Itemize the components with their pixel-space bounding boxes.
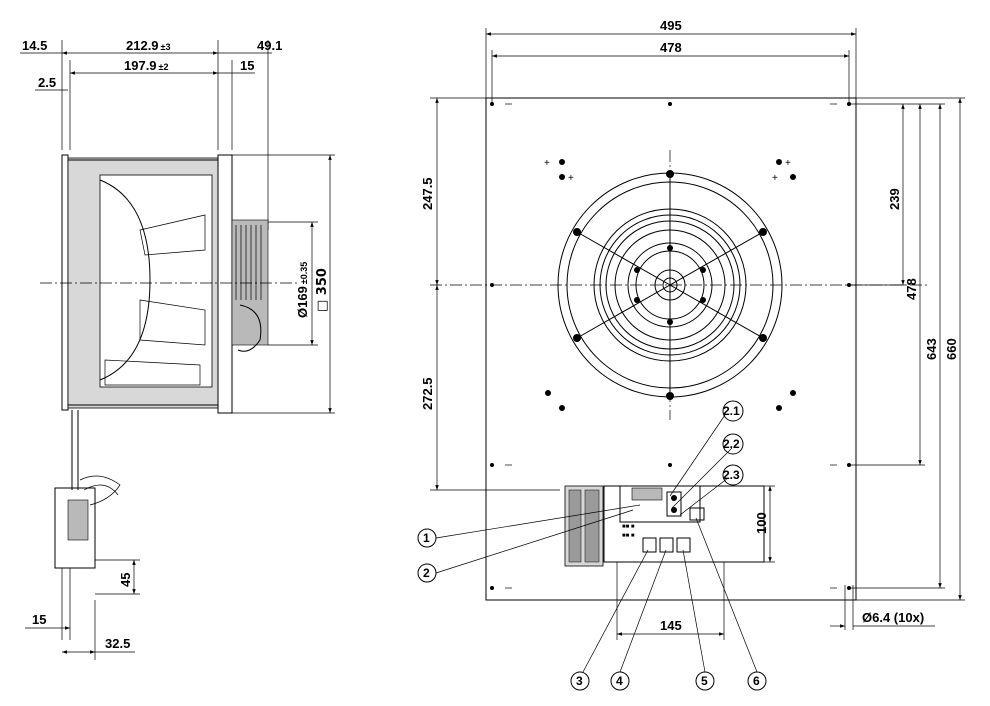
fan-front	[557, 170, 783, 400]
dim-478-top: 478	[660, 40, 682, 55]
dim-14-5: 14.5	[22, 38, 47, 53]
dim-45: 45	[118, 573, 133, 587]
dim-145: 145	[660, 618, 682, 633]
svg-text:■■ ■: ■■ ■	[622, 524, 635, 530]
side-cable-box	[25, 410, 140, 660]
callout-1: 1	[423, 531, 430, 545]
dim-478-right: 478	[904, 278, 919, 300]
callout-3: 3	[576, 674, 583, 688]
side-top-dimensions	[20, 40, 272, 230]
dim-15-top: 15	[240, 58, 254, 73]
dim-495: 495	[660, 18, 682, 33]
side-right-dimensions	[232, 154, 335, 414]
dim-hole: Ø6.4 (10x)	[862, 610, 924, 625]
marker-groups: + + + +	[544, 158, 796, 411]
fan-side-body	[40, 154, 300, 414]
dim-643: 643	[924, 338, 939, 360]
dim-49-1: 49.1	[257, 38, 282, 53]
dim-212-9: 212.9±3	[126, 38, 171, 53]
callout-5: 5	[701, 674, 708, 688]
dim-169: Ø169±0.35	[295, 262, 310, 318]
dim-100: 100	[754, 512, 769, 534]
callout-2-2: 2.2	[723, 437, 740, 451]
dim-350: □ 350	[315, 268, 330, 312]
svg-text:+: +	[785, 158, 791, 169]
front-view: 495 478	[417, 18, 965, 691]
svg-text:+: +	[568, 173, 574, 184]
dim-247-5: 247.5	[420, 177, 435, 210]
callout-6: 6	[753, 674, 760, 688]
dim-272-5: 272.5	[420, 377, 435, 410]
dim-15-bottom: 15	[32, 612, 46, 627]
callout-2-3: 2.3	[723, 468, 740, 482]
dim-32-5: 32.5	[105, 636, 130, 651]
motor-fins	[235, 225, 262, 300]
callouts: 1 2 2.1 2.2 2.3 3 4 5 6	[417, 400, 767, 691]
dim-239: 239	[887, 188, 902, 210]
dim-197-9: 197.9±2	[124, 58, 169, 73]
callout-2-1: 2.1	[723, 404, 740, 418]
mounting-plate	[485, 97, 857, 601]
dim-660: 660	[944, 338, 959, 360]
dim-2-5: 2.5	[38, 75, 56, 90]
svg-text:■■ ■: ■■ ■	[622, 533, 635, 539]
callout-4: 4	[616, 674, 623, 688]
callout-2: 2	[423, 566, 430, 580]
svg-text:+: +	[772, 173, 778, 184]
mount-holes	[490, 102, 851, 590]
svg-text:+: +	[544, 158, 550, 169]
side-view: 14.5 212.9±3 49.1 2.5 197.9±2 15 Ø169±0.…	[20, 38, 335, 660]
